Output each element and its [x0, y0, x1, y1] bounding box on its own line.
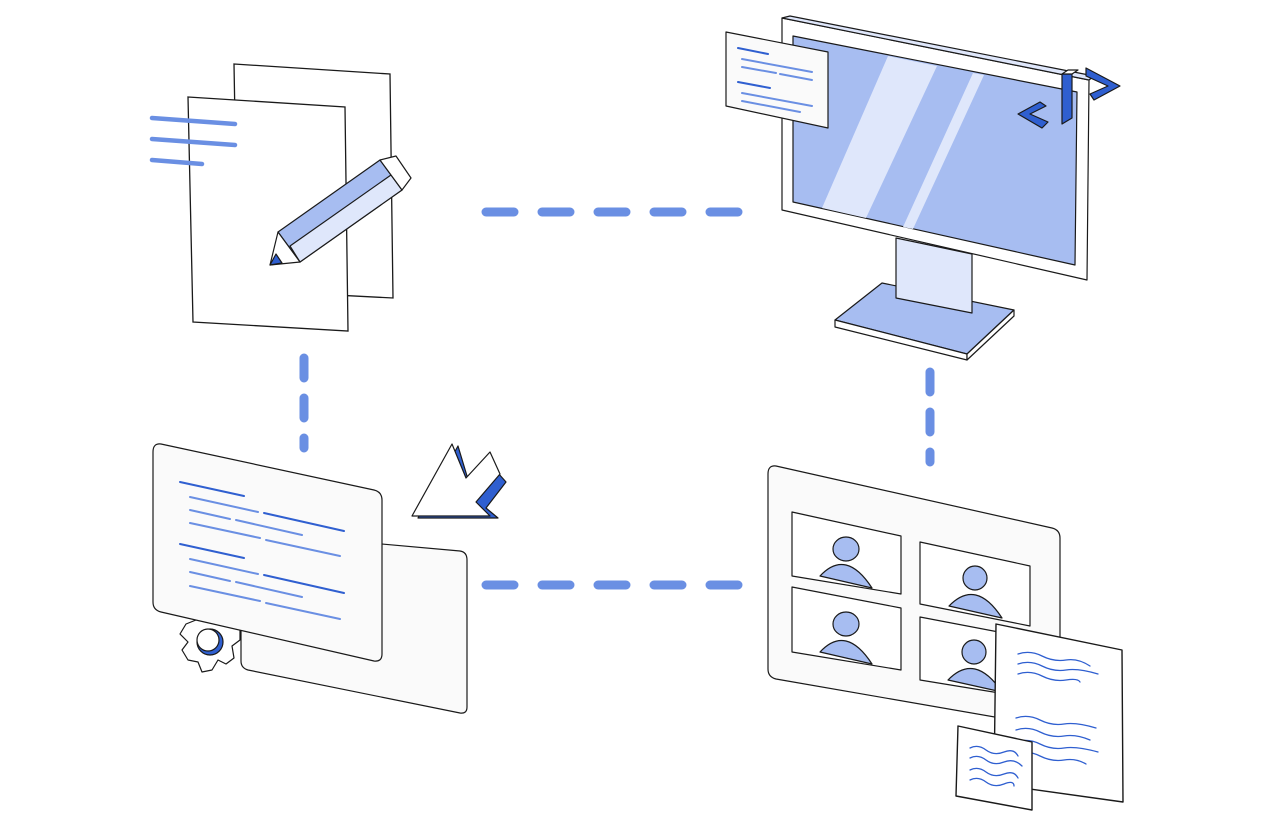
document-with-pencil-icon — [149, 63, 412, 332]
participant-tile — [791, 586, 902, 671]
dashed-connectors — [299, 207, 935, 590]
code-brackets-icon — [1017, 67, 1121, 129]
notes-icon — [955, 623, 1124, 811]
code-card — [725, 31, 829, 129]
cursor-arrow-icon — [411, 443, 507, 519]
participant-tile — [791, 511, 902, 595]
video-conference-icon — [767, 465, 1061, 728]
settings-window-icon — [152, 443, 468, 714]
monitor-neck — [895, 237, 973, 314]
monitor-with-code-icon — [725, 15, 1121, 361]
participant-tile — [919, 541, 1031, 627]
pencil-icon — [269, 155, 412, 266]
front-panel — [152, 443, 383, 662]
